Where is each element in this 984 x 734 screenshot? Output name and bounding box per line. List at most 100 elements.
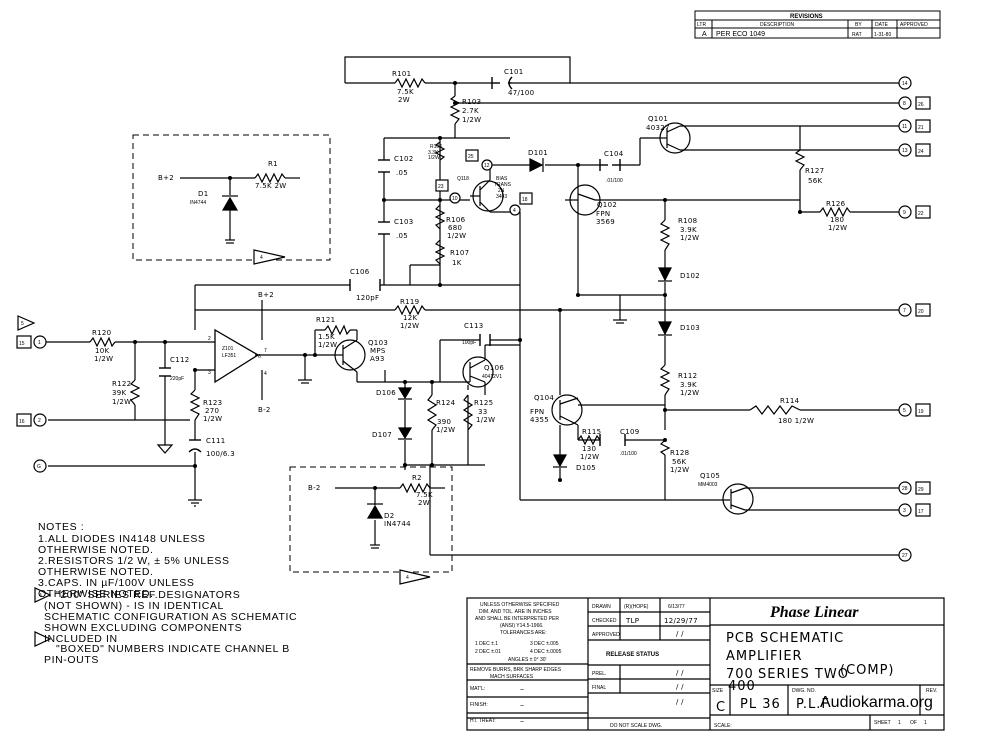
tb-tol-1: 1 DEC ±.1 — [475, 641, 498, 647]
notes-line-2: OTHERWISE NOTED. — [38, 544, 154, 556]
tb-approved-date: / / — [676, 630, 684, 638]
tb-finish-val: ~ — [520, 703, 524, 710]
tb-rev-label: REV. — [926, 688, 937, 694]
diode-D1 — [221, 195, 239, 211]
tb-final: FINAL — [592, 685, 606, 691]
rev-ltr: A — [702, 31, 707, 38]
val-R127: 56K — [808, 177, 823, 185]
ref-Q101: Q101 — [648, 115, 668, 123]
tb-unless-5: TOLERANCES ARE: — [500, 630, 547, 636]
pin-8: 8 — [903, 101, 906, 107]
diode-D2 — [366, 503, 384, 519]
val-Q102: FPN — [596, 210, 610, 218]
resistor-R1 — [254, 172, 286, 184]
ref-R101: R101 — [392, 70, 411, 78]
ref-R128: R128 — [670, 449, 689, 457]
transistor-Q105 — [722, 483, 754, 515]
val-Q104: FPN — [530, 408, 544, 416]
rev-header-by: BY — [855, 22, 862, 28]
ref-Q104: Q104 — [534, 394, 554, 402]
opamp-pin6: 6 — [258, 354, 261, 360]
tb-title-3d: 400 — [728, 679, 756, 694]
pin-22: 22 — [918, 211, 924, 217]
capacitor-C104 — [599, 159, 621, 171]
ref-R114: R114 — [780, 397, 800, 405]
regulator-wires — [180, 177, 445, 546]
val2-Q102: 3569 — [596, 218, 615, 226]
pin-21: 21 — [918, 125, 924, 131]
notes-line-1: 1.ALL DIODES IN4148 UNLESS — [38, 533, 206, 545]
resistor-R123 — [189, 389, 201, 421]
box-25: 25 — [468, 154, 474, 160]
notes-flag-4b: 4 — [406, 575, 409, 581]
ref-R119: R119 — [400, 298, 419, 306]
ref-C106: C106 — [350, 268, 370, 276]
notes-flag-4: 4 — [39, 593, 42, 599]
transistor-Q102 — [565, 184, 601, 216]
resistor-R108 — [659, 219, 671, 251]
rev-header-ltr: LTR — [697, 22, 706, 28]
tb-checked: CHECKED — [592, 618, 617, 624]
resistor-R120 — [89, 336, 116, 348]
ref-R126: R126 — [826, 200, 846, 208]
rev-header-approved: APPROVED — [900, 22, 928, 28]
capacitor-C101 — [491, 76, 513, 90]
tb-unless-3: AND SHALL BE INTERPRETED PER — [475, 616, 559, 622]
opamp-pin2: 2 — [208, 336, 211, 342]
diode-D105 — [552, 454, 568, 468]
ref-R115: R115 — [582, 428, 601, 436]
ref-C111: C111 — [206, 437, 225, 445]
capacitor-C106 — [349, 279, 381, 291]
notes-line-9: SCHEMATIC CONFIGURATION AS SCHEMATIC — [44, 611, 297, 623]
bplus-regulator-box — [132, 134, 331, 261]
tb-angles: ANGLES ± 0° 30' — [508, 657, 547, 663]
notes-line-3: 2.RESISTORS 1/2 W, ± 5% UNLESS — [38, 555, 230, 567]
val-C104: .01/100 — [606, 178, 623, 184]
connector-pins — [16, 76, 931, 647]
val-D2: IN4744 — [384, 520, 411, 528]
val-C112: 220pF — [170, 376, 184, 382]
input-pin-2: 2 — [38, 418, 41, 424]
ref-R108: R108 — [678, 217, 697, 225]
tb-tol-4: 4 DEC ±.0005 — [530, 649, 562, 655]
ref-C101: C101 — [504, 68, 523, 76]
capacitor-C103 — [378, 221, 390, 235]
tb-matl-val: ~ — [520, 687, 524, 694]
bias-1: BIAS — [496, 176, 508, 182]
notes-line-7: "200" SERIES REF.DESIGNATORS — [56, 589, 240, 601]
resistor-R122 — [129, 379, 141, 406]
tb-title-3c: (COMP) — [840, 663, 895, 678]
notes-line-10: SHOWN EXCLUDING COMPONENTS — [44, 622, 242, 634]
ref-Q102: Q102 — [597, 201, 617, 209]
tb-size: C — [716, 700, 726, 715]
val2-R101: 2W — [398, 96, 410, 104]
tb-checked-by: TLP — [625, 617, 639, 625]
tb-drawn: DRAWN — [592, 604, 611, 610]
tb-sheet: 1 — [898, 720, 901, 726]
tb-drawn-by: (R)(HOPE) — [624, 604, 649, 610]
val2-R108: 1/2W — [680, 234, 699, 242]
diode-D107 — [397, 427, 413, 440]
regulator-boxes — [132, 134, 453, 573]
input-pin-16: 16 — [19, 419, 25, 425]
junctions — [133, 81, 802, 490]
val-R121: 1.5K — [318, 333, 335, 341]
opamp-Z101 — [214, 328, 260, 384]
pin-13: 13 — [902, 148, 908, 154]
capacitor-C112 — [159, 367, 171, 377]
ref-D106: D106 — [376, 389, 396, 397]
tb-httreat-val: ~ — [520, 719, 524, 726]
val-C111: 100/6.3 — [206, 450, 235, 458]
ref-D107: D107 — [372, 431, 392, 439]
tb-prel: PREL. — [592, 671, 606, 677]
pin-19: 19 — [918, 409, 924, 415]
tb-prel-date: / / — [676, 669, 684, 677]
val2-R124: 1/2W — [436, 426, 455, 434]
val-R126: 180 — [830, 216, 844, 224]
tb-tol-3: 2 DEC ±.01 — [475, 649, 501, 655]
val2-R121: 1/2W — [318, 341, 337, 349]
notes-title: NOTES : — [38, 521, 84, 533]
val-R107: 1K — [452, 259, 462, 267]
val2-R2: 2W — [418, 499, 430, 507]
